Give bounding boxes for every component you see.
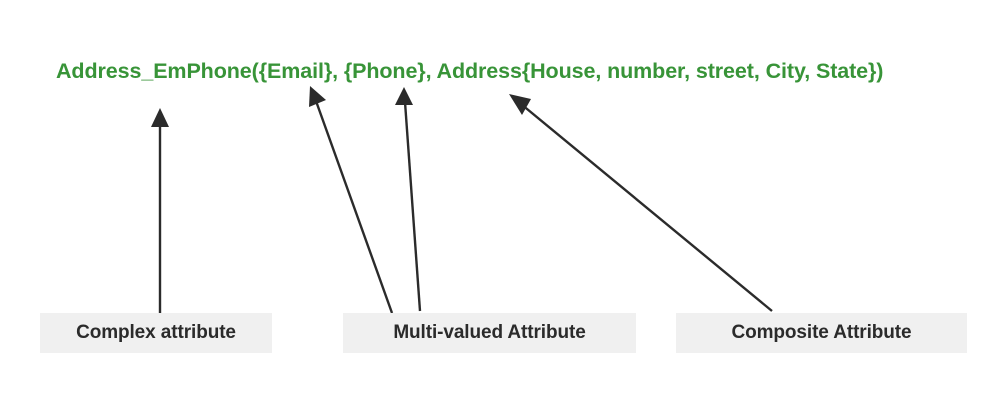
arrow-multivalued-phone xyxy=(395,87,422,312)
legend-label-composite-attribute: Composite Attribute xyxy=(731,322,912,343)
legend-box-multi-valued-attribute: Multi-valued Attribute xyxy=(343,313,636,353)
relation-expression: Address_EmPhone({Email}, {Phone}, Addres… xyxy=(56,59,884,83)
legend-label-complex-attribute: Complex attribute xyxy=(76,322,236,343)
legend-box-composite-attribute: Composite Attribute xyxy=(676,313,967,353)
arrow-composite-address xyxy=(509,94,773,312)
arrow-complex-attribute xyxy=(151,108,169,314)
legend-label-multi-valued-attribute: Multi-valued Attribute xyxy=(393,322,586,343)
legend-box-complex-attribute: Complex attribute xyxy=(40,313,272,353)
arrow-multivalued-email xyxy=(309,86,394,314)
